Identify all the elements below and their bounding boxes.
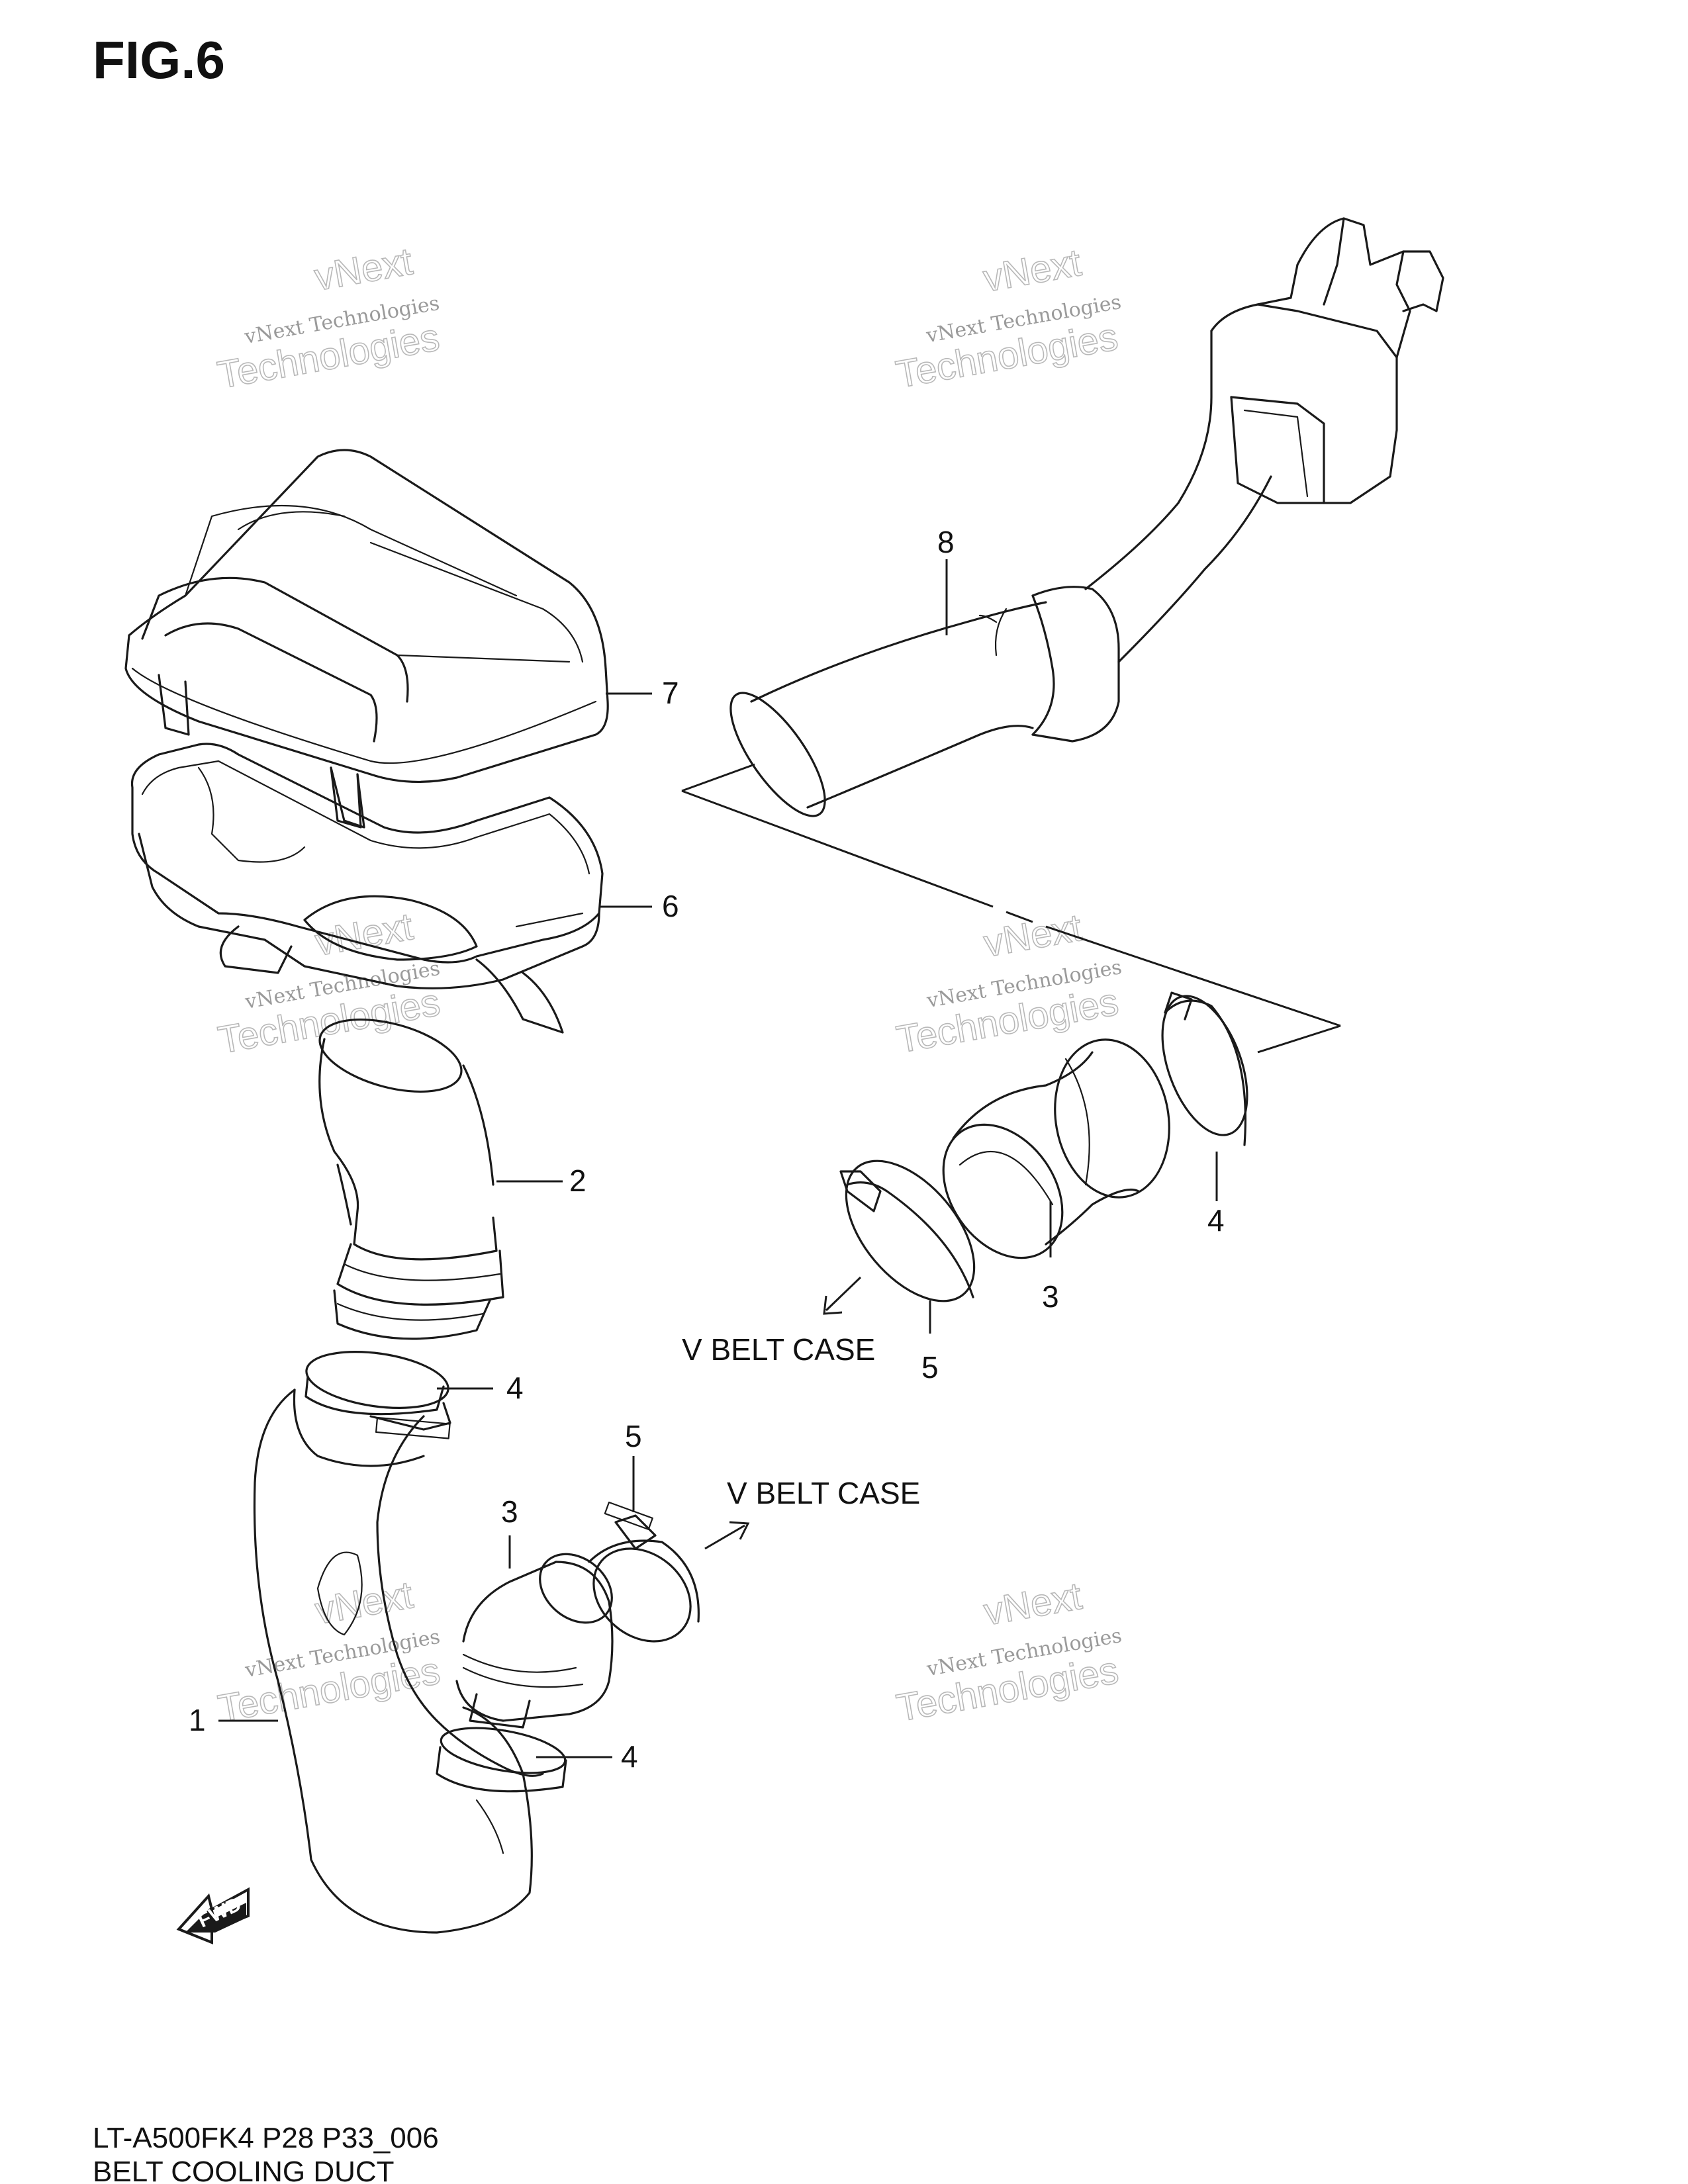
callout-7: 7 [662, 676, 679, 710]
part-7-cleaner-cover [124, 449, 609, 829]
watermark-low-left: vNext vNext Technologies Technologies [214, 1572, 444, 1731]
part-3-hose-lower [455, 1553, 614, 1722]
figure-title: FIG.6 [93, 30, 225, 89]
svg-text:vNext: vNext [311, 240, 415, 299]
arrow-lower-v-belt-case [704, 1521, 750, 1550]
svg-text:vNext: vNext [980, 1574, 1084, 1634]
part-4-clamp-upper [305, 1351, 451, 1439]
watermark-mid-left: vNext vNext Technologies Technologies [214, 904, 444, 1062]
callout-8: 8 [937, 525, 955, 559]
svg-text:vNext: vNext [980, 906, 1084, 966]
svg-text:vNext: vNext [980, 241, 1084, 300]
part-5-clamp-lower [588, 1501, 700, 1643]
part-8-upper-duct [729, 217, 1444, 817]
callout-4-upper: 4 [506, 1371, 524, 1405]
footer-section-name: BELT COOLING DUCT [93, 2156, 395, 2184]
fwd-arrow-icon: FWD [176, 1887, 250, 1944]
callout-leaders [218, 559, 1218, 1758]
callout-3-upper: 3 [1042, 1279, 1059, 1314]
watermark-low-center: vNext vNext Technologies Technologies [893, 1574, 1123, 1730]
callout-4-lower: 4 [621, 1739, 638, 1774]
callout-6: 6 [662, 889, 679, 923]
callout-2: 2 [569, 1163, 586, 1198]
callout-5-upper: 5 [921, 1350, 939, 1385]
callout-4-upper-right: 4 [1207, 1203, 1225, 1238]
watermark-mid-center: vNext vNext Technologies Technologies [893, 905, 1123, 1062]
label-v-belt-case-lower: V BELT CASE [727, 1476, 920, 1510]
callout-1: 1 [189, 1703, 206, 1737]
callout-numbers: 7 6 2 4 1 4 3 5 8 3 4 5 [189, 525, 1225, 1774]
part-1-main-duct [253, 1388, 544, 1934]
svg-text:vNext: vNext [312, 1573, 416, 1633]
watermark-top-left: vNext vNext Technologies Technologies [214, 239, 443, 397]
part-6-cleaner-case [130, 743, 604, 1034]
callout-3-lower: 3 [501, 1494, 518, 1529]
part-4-clamp-upper-right [1161, 991, 1248, 1146]
footer-model-code: LT-A500FK4 P28 P33_006 [93, 2122, 439, 2154]
part-2-elbow-duct [318, 1018, 504, 1340]
label-v-belt-case-upper: V BELT CASE [682, 1332, 875, 1367]
part-5-clamp-upper [839, 1160, 976, 1302]
connector-lines [681, 763, 1341, 1054]
callout-5-lower: 5 [625, 1419, 642, 1453]
watermark-top-center: vNext vNext Technologies Technologies [892, 240, 1123, 396]
part-4-clamp-lower [436, 1693, 567, 1793]
arrow-upper-v-belt-case [823, 1276, 862, 1315]
